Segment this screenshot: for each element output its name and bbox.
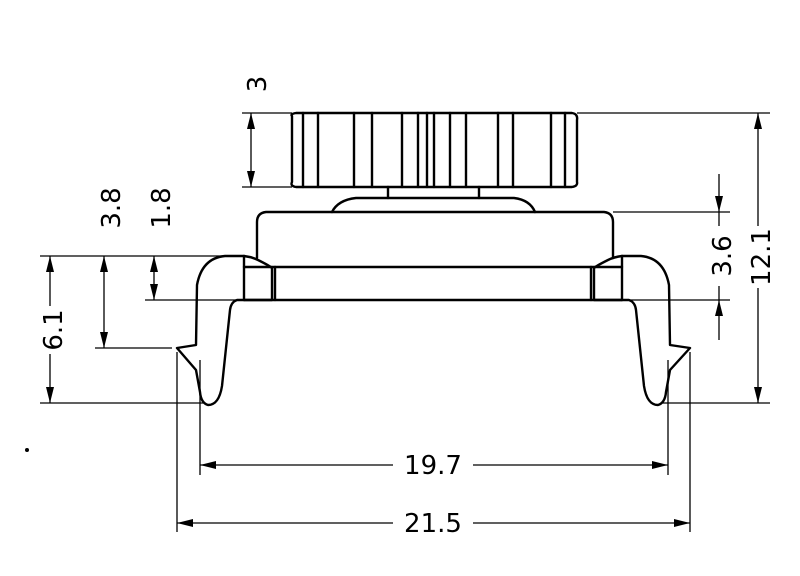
dim-label-body-height: 3.6 [708,235,738,276]
dim-knob-height: 3 [243,76,273,187]
dim-inner-width: 19.7 [200,450,668,481]
knurled-knob [290,111,579,189]
stray-dot [25,448,29,452]
dim-label-outer-width: 21.5 [404,509,462,539]
dim-outer-width: 21.5 [177,508,690,539]
plunger-body [255,210,615,260]
dim-label-knob-height: 3 [243,76,273,93]
dim-label-top-to-base: 3.8 [97,187,127,228]
dim-body-height: 3.6 [707,174,738,340]
housing-rim [242,265,624,302]
dim-clip-height: 6.1 [38,256,69,403]
dim-rim-offset: 1.8 [147,187,177,300]
dim-label-rim-offset: 1.8 [147,187,177,228]
dim-total-height: 12.1 [746,113,777,403]
dim-label-total-height: 12.1 [747,228,777,286]
extension-lines [40,112,770,532]
right-clip [592,254,692,407]
dome [330,196,537,214]
dim-label-clip-height: 6.1 [39,309,69,350]
part-outline [175,111,692,407]
dim-label-inner-width: 19.7 [404,451,462,481]
dim-top-to-base: 3.8 [97,187,127,348]
knob-stem [386,185,481,200]
left-clip [175,254,274,407]
